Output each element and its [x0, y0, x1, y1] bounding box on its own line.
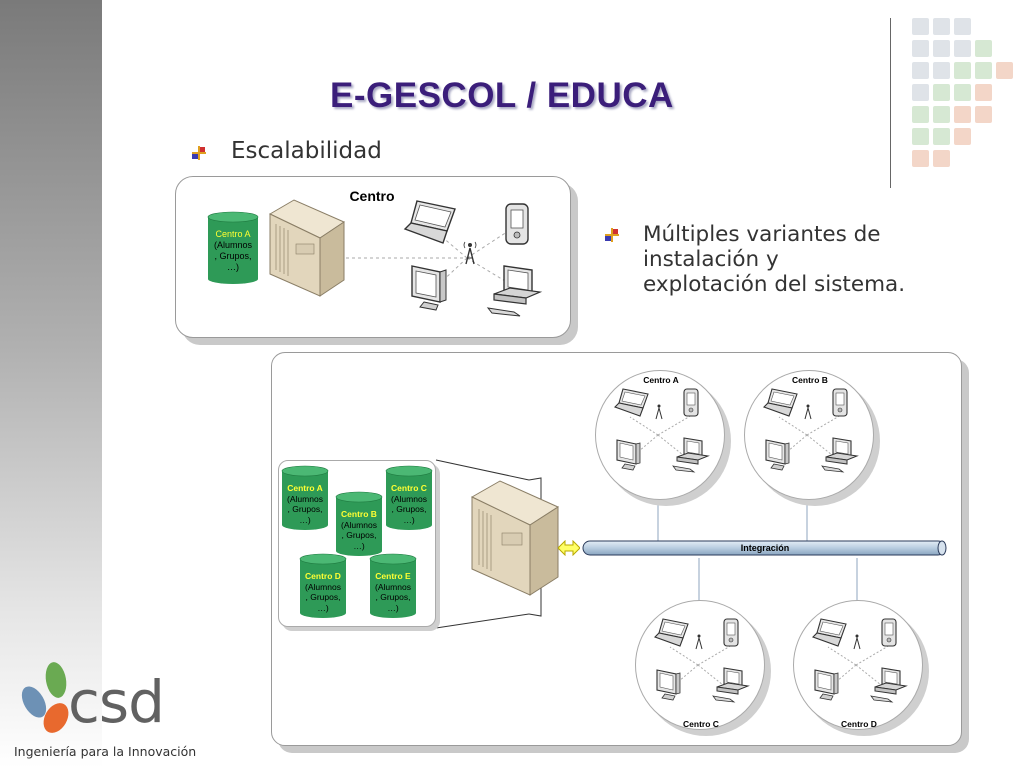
decorative-tile	[933, 128, 950, 145]
slide-title: E-GESCOL / EDUCA	[330, 76, 674, 115]
monitor-icon	[814, 669, 839, 701]
multi-center-diagram-art	[435, 459, 858, 629]
monitor-icon	[616, 439, 641, 471]
laptop-icon	[811, 618, 847, 647]
decorative-tile	[912, 128, 929, 145]
pda-icon	[505, 203, 529, 245]
decorative-tile	[954, 40, 971, 57]
database-icon	[207, 211, 259, 284]
desktop-icon	[821, 437, 859, 473]
decorative-tile	[975, 84, 992, 101]
integration-bus	[582, 540, 947, 556]
logo-text: csd	[68, 668, 165, 736]
site-network-art	[653, 618, 750, 703]
bullet-main-line: explotación del sistema.	[643, 272, 906, 297]
bullet-main-line: instalación y	[643, 247, 779, 272]
decorative-tile	[954, 62, 971, 79]
site-network-art	[762, 388, 859, 473]
db-cluster-centro-e: Centro E (Alumnos , Grupos, …)	[375, 571, 411, 613]
site-label: Centro C	[683, 719, 719, 729]
db-cluster-centro-b: Centro B (Alumnos , Grupos, …)	[341, 509, 377, 551]
antenna-icon	[695, 634, 703, 650]
bullet-install-variants: Múltiples variantes de instalación y exp…	[643, 222, 983, 297]
logo-leaf-icon	[21, 662, 69, 733]
site-label: Centro A	[643, 375, 679, 385]
monitor-icon	[411, 265, 447, 311]
decorative-tile	[954, 18, 971, 35]
site-circle: Centro A	[595, 370, 725, 500]
decorative-tile	[975, 40, 992, 57]
bullet-scalability: Escalabilidad	[231, 138, 382, 164]
decorative-tile	[933, 18, 950, 35]
site-label: Centro D	[841, 719, 877, 729]
desktop-icon	[486, 265, 543, 317]
site-circle: Centro B	[744, 370, 874, 500]
decorative-tile	[933, 62, 950, 79]
centro-label: Centro	[349, 188, 395, 204]
site-circle: Centro C	[635, 600, 765, 730]
server-icon	[268, 199, 346, 297]
pda-icon	[832, 388, 848, 417]
decorative-tile	[975, 106, 992, 123]
decorative-tile	[912, 106, 929, 123]
bullet-main-line: Múltiples variantes de	[643, 222, 881, 247]
decorative-tile	[954, 106, 971, 123]
laptop-icon	[762, 388, 798, 417]
db-cluster-centro-a: Centro A (Alumnos , Grupos, …)	[287, 483, 323, 525]
antenna-icon	[804, 404, 812, 420]
decorative-tile	[954, 128, 971, 145]
site-circle: Centro D	[793, 600, 923, 730]
pda-icon	[723, 618, 739, 647]
bullet-icon	[605, 228, 619, 242]
monitor-icon	[765, 439, 790, 471]
db-cluster-centro-c: Centro C (Alumnos , Grupos, …)	[391, 483, 427, 525]
decorative-tile	[975, 62, 992, 79]
decorative-tile	[933, 84, 950, 101]
db-cluster-centro-d: Centro D (Alumnos , Grupos, …)	[305, 571, 341, 613]
decorative-tile	[912, 150, 929, 167]
antenna-icon	[655, 404, 663, 420]
site-label: Centro B	[792, 375, 828, 385]
sidebar-band	[0, 0, 102, 768]
antenna-icon	[463, 241, 477, 265]
antenna-icon	[853, 634, 861, 650]
desktop-icon	[672, 437, 710, 473]
laptop-icon	[653, 618, 689, 647]
bullet-icon	[192, 146, 206, 160]
decorative-tile	[912, 40, 929, 57]
decorative-tile	[954, 84, 971, 101]
decorative-tile	[912, 84, 929, 101]
decorative-tile	[933, 150, 950, 167]
pda-icon	[881, 618, 897, 647]
integration-label: Integración	[740, 543, 790, 553]
decorative-tile	[933, 40, 950, 57]
db-centro-a: Centro A (Alumnos , Grupos, …)	[213, 229, 252, 272]
desktop-icon	[870, 667, 908, 703]
decorative-tile	[912, 62, 929, 79]
decorative-tile	[912, 18, 929, 35]
header-rule	[890, 18, 891, 188]
logo-tagline: Ingeniería para la Innovación	[14, 744, 197, 759]
double-arrow-icon	[558, 540, 580, 556]
decorative-tile	[996, 62, 1013, 79]
site-network-art	[613, 388, 710, 473]
desktop-icon	[712, 667, 750, 703]
laptop-icon	[613, 388, 649, 417]
decorative-tile	[933, 106, 950, 123]
laptop-icon	[403, 200, 456, 244]
monitor-icon	[656, 669, 681, 701]
server-icon	[470, 480, 560, 596]
pda-icon	[683, 388, 699, 417]
site-network-art	[811, 618, 908, 703]
